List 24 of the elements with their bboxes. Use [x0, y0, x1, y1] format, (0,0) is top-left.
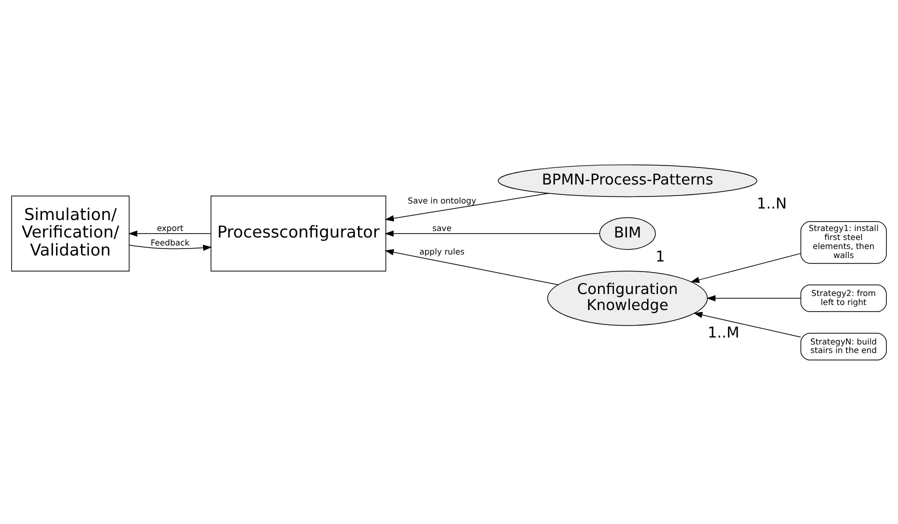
arrow — [384, 192, 550, 221]
node-box: Simulation/ Verification/ Validation — [11, 195, 130, 271]
edge-label: Feedback — [150, 236, 190, 247]
node-label: 1 — [656, 246, 665, 265]
edge-label: Save in ontology — [408, 195, 476, 206]
node-box: Strategy1: install first steel elements, then walls — [800, 220, 887, 264]
edge-label: apply rules — [419, 246, 465, 256]
node-label: 1..N — [756, 194, 787, 212]
node-label: 1..M — [708, 323, 740, 342]
arrow — [706, 294, 802, 301]
node-box: Strategy2: from left to right — [800, 284, 887, 312]
node-ellipse: BIM — [599, 216, 656, 250]
node-box: Processconfigurator — [210, 195, 386, 271]
arrow — [384, 230, 600, 236]
arrow — [128, 244, 212, 250]
arrow — [128, 230, 212, 236]
node-ellipse: BPMN-Process-Patterns — [498, 164, 758, 197]
node-ellipse: Configuration Knowledge — [547, 270, 708, 326]
arrow — [694, 311, 802, 338]
arrow — [690, 252, 802, 282]
edge-label: export — [156, 222, 184, 233]
edge-label: save — [432, 222, 452, 233]
node-box: StrategyN: build stairs in the end — [800, 332, 887, 360]
arrow — [384, 248, 558, 285]
